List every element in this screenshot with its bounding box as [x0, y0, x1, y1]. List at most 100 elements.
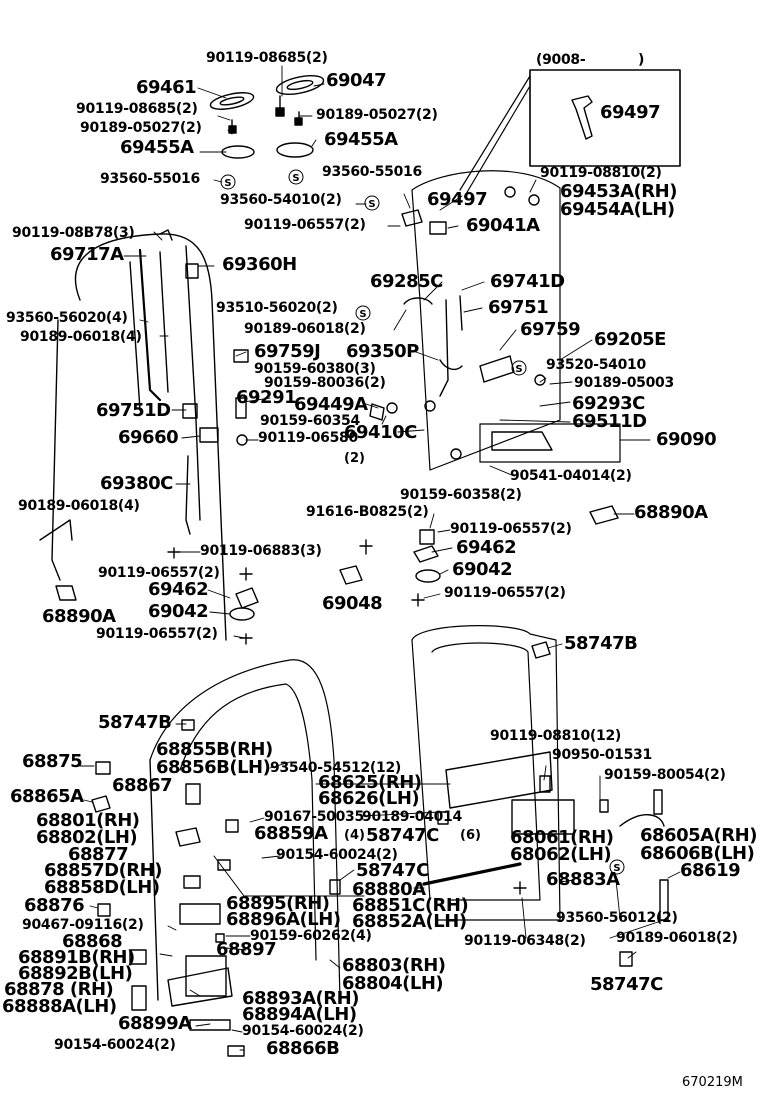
part-label: 68880A [352, 879, 426, 900]
svg-text:S: S [368, 199, 375, 210]
part-label: 93560-56012(2) [556, 910, 678, 926]
part-label: 68855B(RH) [156, 739, 273, 760]
part-label: 90950-01531 [552, 747, 652, 763]
part-label: 90189-06018(2) [244, 321, 366, 337]
part-label: 90119-06557(2) [98, 565, 220, 581]
part-label: 68851C(RH) [352, 895, 469, 916]
part-label: 93560-54010(2) [220, 192, 342, 208]
part-label: 90119-06348(2) [464, 933, 586, 949]
part-label: 69453A(RH) [560, 181, 677, 202]
part-label: 68883A [546, 869, 620, 890]
center-mechanism [233, 170, 621, 471]
part-label: 69285C [370, 271, 443, 292]
part-label: 90119-08685(2) [76, 101, 198, 117]
part-label: 68892B(LH) [18, 963, 133, 984]
part-label: 90189-06018(2) [616, 930, 738, 946]
part-label: 68606B(LH) [640, 843, 755, 864]
part-label: 68803(RH) [342, 955, 446, 976]
lower-right-door [411, 625, 669, 967]
diagram-code: 670219M [682, 1075, 743, 1090]
part-label: 68894A(LH) [242, 1004, 357, 1025]
part-label: 90119-08B78(3) [12, 225, 135, 241]
quantity-note: (6) [460, 828, 481, 843]
quantity-note: (2) [344, 451, 365, 466]
part-label: 68858D(LH) [44, 877, 160, 898]
part-label: 90159-60380(3) [254, 361, 376, 377]
part-label: 90119-06580 [258, 430, 358, 446]
svg-text:S: S [224, 178, 231, 189]
part-label: 69717A [50, 244, 124, 265]
part-label: 68801(RH) [36, 810, 140, 831]
part-label: 93560-55016 [322, 164, 422, 180]
part-label: 68856B(LH) [156, 757, 271, 778]
part-label: 93560-55016 [100, 171, 200, 187]
part-label: 58747B [564, 633, 638, 654]
part-label: 90159-80036(2) [264, 375, 386, 391]
svg-text:S: S [613, 863, 620, 874]
part-label: 68899A [118, 1013, 192, 1034]
part-label: 90119-06883(3) [200, 543, 322, 559]
part-label: 68890A [634, 502, 708, 523]
part-label: 69205E [594, 329, 666, 350]
part-label: 90154-60024(2) [242, 1023, 364, 1039]
part-label: 91616-B0825(2) [306, 504, 429, 520]
part-label: 69759J [254, 341, 321, 362]
part-label: 68888A(LH) [2, 996, 117, 1017]
part-label: 90154-60024(2) [276, 847, 398, 863]
hardware-row [55, 505, 619, 645]
part-label: 68890A [42, 606, 116, 627]
part-label: 68061(RH) [510, 827, 614, 848]
part-label: 68878 (RH) [4, 979, 114, 1000]
part-label: 69759 [520, 319, 581, 340]
part-label: 90159-60354 [260, 413, 360, 429]
part-label: 69350P [346, 341, 419, 362]
part-label: 69291 [236, 387, 297, 408]
part-label: 90119-06557(2) [244, 217, 366, 233]
part-label: 69660 [118, 427, 179, 448]
part-label: 68868 [62, 931, 123, 952]
part-label: 90189-05003 [574, 375, 674, 391]
part-label: 58747C [356, 860, 429, 881]
part-label: 69042 [148, 601, 209, 622]
inset-note-close: ) [638, 52, 645, 68]
part-label: 90467-09116(2) [22, 917, 144, 933]
part-label: 90159-80054(2) [604, 767, 726, 783]
part-label: 93510-56020(2) [216, 300, 338, 316]
part-label: 90189-05027(2) [316, 107, 438, 123]
part-label: 68897 [216, 939, 277, 960]
part-label: 69048 [322, 593, 383, 614]
part-label: 69410C [344, 422, 417, 443]
part-label: 68852A(LH) [352, 911, 467, 932]
part-label: 69360H [222, 254, 297, 275]
part-label: 68893A(RH) [242, 988, 359, 1009]
part-label: 58747B [98, 712, 172, 733]
part-label: 69449A [294, 394, 368, 415]
svg-text:S: S [359, 309, 366, 320]
part-label: 68896A(LH) [226, 909, 341, 930]
leader-lines [79, 65, 681, 1051]
part-label: 90119-06557(2) [450, 521, 572, 537]
part-label: 69461 [136, 77, 197, 98]
part-label: 68866B [266, 1038, 340, 1059]
part-label: 90167-50035 [264, 809, 364, 825]
part-label: 68857D(RH) [44, 860, 162, 881]
part-label: 68875 [22, 751, 83, 772]
part-label: 69047 [326, 70, 387, 91]
part-label: 68626(LH) [318, 788, 420, 809]
part-label: 69090 [656, 429, 717, 450]
part-label: 69042 [452, 559, 513, 580]
part-label: 69293C [572, 393, 645, 414]
part-label: 69462 [148, 579, 209, 600]
part-label: 68859A [254, 823, 328, 844]
part-label: 69380C [100, 473, 173, 494]
part-label: 69462 [456, 537, 517, 558]
part-label: 90159-60262(4) [250, 928, 372, 944]
part-label: 69741D [490, 271, 565, 292]
part-label: 69497 [427, 189, 488, 210]
part-label: 90189-06018(4) [20, 329, 142, 345]
part-label: 93540-54512(12) [270, 760, 402, 776]
svg-text:S: S [292, 173, 299, 184]
